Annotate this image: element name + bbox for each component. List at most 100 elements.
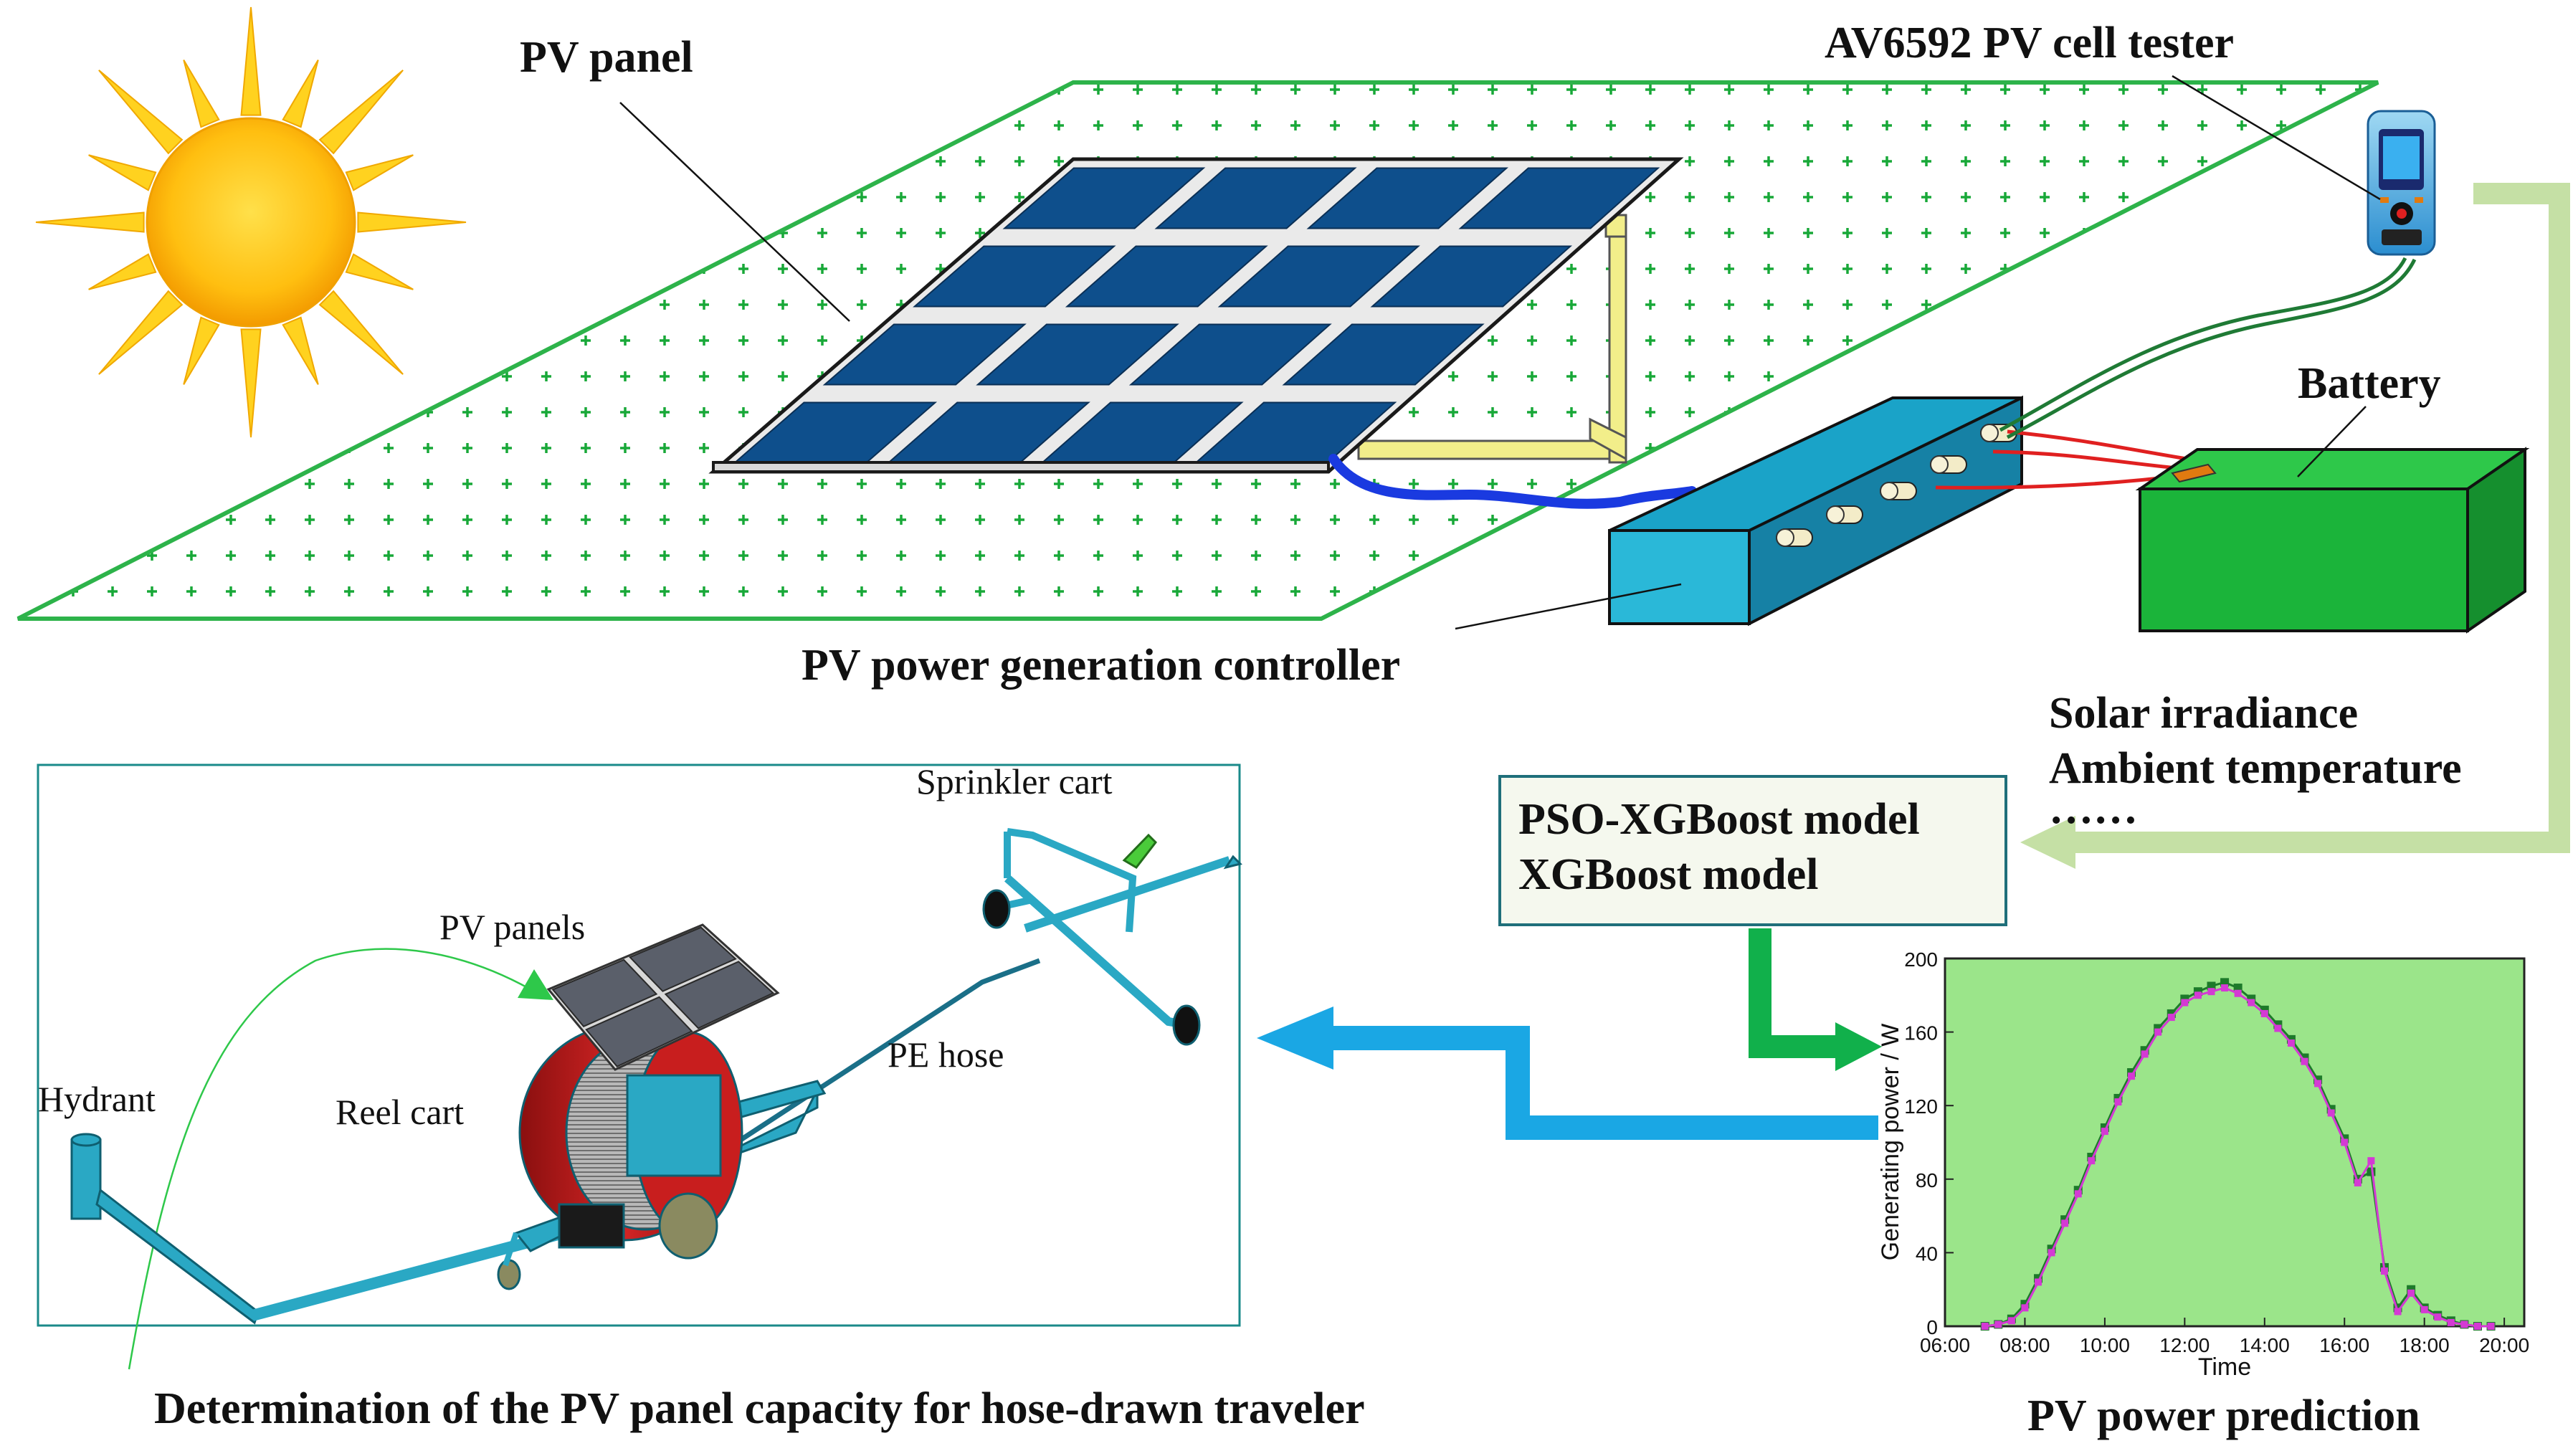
- arrowhead-blue: [1257, 1007, 1333, 1070]
- battery-icon: [2135, 447, 2530, 634]
- series-point: [2274, 1024, 2282, 1032]
- series-point: [2314, 1080, 2322, 1088]
- series-point: [2194, 991, 2202, 999]
- pv-controller: [1608, 395, 2023, 627]
- chart-plot-area: [1944, 957, 2526, 1328]
- tester-leads: [1999, 257, 2417, 439]
- series-point: [2460, 1321, 2468, 1328]
- reel-cart: [497, 1024, 827, 1290]
- sprinkler-cart: [982, 828, 1242, 1046]
- panel-cell: [976, 323, 1179, 386]
- panel-cell: [913, 245, 1116, 308]
- panel-cell: [822, 323, 1027, 386]
- sun-ray: [282, 60, 319, 128]
- terminal-screw: [1776, 528, 1794, 547]
- sun-ray: [318, 290, 404, 375]
- caption-capacity: Determination of the PV panel capacity f…: [154, 1384, 1365, 1433]
- label-hydrant: Hydrant: [38, 1079, 156, 1119]
- cart-panel-cell: [664, 961, 775, 1029]
- y-tick-label: 120: [1904, 1095, 1938, 1118]
- arrowhead-pale-green: [2020, 816, 2075, 869]
- sun-ray: [88, 253, 157, 290]
- series-point: [2473, 1323, 2481, 1330]
- x-tick-label: 14:00: [2240, 1334, 2290, 1356]
- series-point: [2248, 999, 2255, 1007]
- panels-pointer-arrowhead: [518, 969, 553, 1000]
- sun-ray: [345, 253, 414, 290]
- series-point: [2420, 1305, 2428, 1313]
- sun-ray: [240, 6, 262, 116]
- chart-ylabel: Generating power / W: [1877, 1024, 1904, 1261]
- x-tick-label: 18:00: [2400, 1334, 2450, 1356]
- series-point: [2301, 1057, 2308, 1065]
- series-point: [2154, 1028, 2162, 1036]
- series-point: [2221, 984, 2229, 992]
- series-point: [2260, 1009, 2268, 1017]
- terminal-screw: [1880, 482, 1898, 500]
- leader-lines: [619, 75, 2381, 630]
- hydrant-icon: [70, 1133, 260, 1325]
- series-point: [2035, 1278, 2042, 1286]
- chart-xlabel: Time: [2198, 1353, 2251, 1381]
- sun-ray: [98, 70, 184, 155]
- model-box: [1498, 775, 2007, 926]
- panel-cell: [1282, 323, 1485, 386]
- panel-cell: [1370, 245, 1573, 308]
- sun-ray: [88, 154, 157, 191]
- x-tick-label: 20:00: [2479, 1334, 2529, 1356]
- cart-panel-cell: [629, 926, 737, 992]
- panel-cell: [1458, 167, 1660, 229]
- series-point: [2021, 1304, 2029, 1312]
- arrow-model-to-chart: [1749, 928, 1839, 1058]
- sun-ray: [183, 316, 220, 385]
- label-pe-hose: PE hose: [888, 1034, 1004, 1075]
- series-point: [2487, 1323, 2495, 1330]
- label-pv-panels: PV panels: [439, 907, 585, 947]
- series-point: [1994, 1321, 2002, 1328]
- series-point: [2367, 1157, 2375, 1165]
- sun-ray: [357, 211, 467, 233]
- pv-cell-tester-icon: [2367, 110, 2436, 256]
- sun-ray: [183, 60, 220, 128]
- series-point: [2101, 1128, 2108, 1136]
- label-battery: Battery: [2298, 359, 2441, 408]
- model-pso-xgboost: PSO-XGBoost model: [1518, 795, 1920, 844]
- x-tick-label: 10:00: [2080, 1334, 2130, 1356]
- panel-cell: [1154, 167, 1357, 229]
- series-point: [2167, 1014, 2175, 1022]
- sun-ray: [282, 316, 319, 385]
- sun-ray: [345, 154, 414, 191]
- series-point: [2128, 1072, 2136, 1080]
- y-tick-label: 40: [1916, 1242, 1938, 1265]
- series-point: [2048, 1249, 2055, 1257]
- panel-cells: [733, 167, 1660, 464]
- cart-panel-cell: [551, 958, 658, 1028]
- sun-ray: [35, 211, 145, 233]
- input-ellipsis: ……: [2049, 784, 2138, 833]
- y-tick-label: 80: [1916, 1169, 1938, 1191]
- series-point: [2061, 1219, 2069, 1227]
- label-pv-panel: PV panel: [520, 33, 693, 82]
- series-point: [2007, 1317, 2015, 1325]
- series-point: [2114, 1098, 2122, 1106]
- series-point: [2434, 1313, 2442, 1321]
- series-point: [2088, 1157, 2096, 1165]
- series-point: [2207, 988, 2215, 996]
- panel-cell: [1306, 167, 1508, 229]
- arrow-chart-to-capacity: [1330, 1026, 1878, 1140]
- y-tick-label: 160: [1904, 1022, 1938, 1045]
- y-tick-label: 200: [1904, 948, 1938, 971]
- label-sprinkler-cart: Sprinkler cart: [916, 761, 1113, 801]
- sun-ray: [318, 70, 404, 155]
- hose-drawn-traveler: [70, 828, 1242, 1370]
- x-tick-label: 08:00: [1999, 1334, 2050, 1356]
- arrowhead-green: [1835, 1022, 1882, 1071]
- input-ambient-temperature: Ambient temperature: [2049, 744, 2462, 793]
- sun-icon: [35, 6, 467, 438]
- panels-pointer-curve: [128, 948, 531, 1370]
- series-point: [2234, 989, 2242, 997]
- label-tester: AV6592 PV cell tester: [1825, 19, 2234, 67]
- series-point: [2074, 1190, 2082, 1198]
